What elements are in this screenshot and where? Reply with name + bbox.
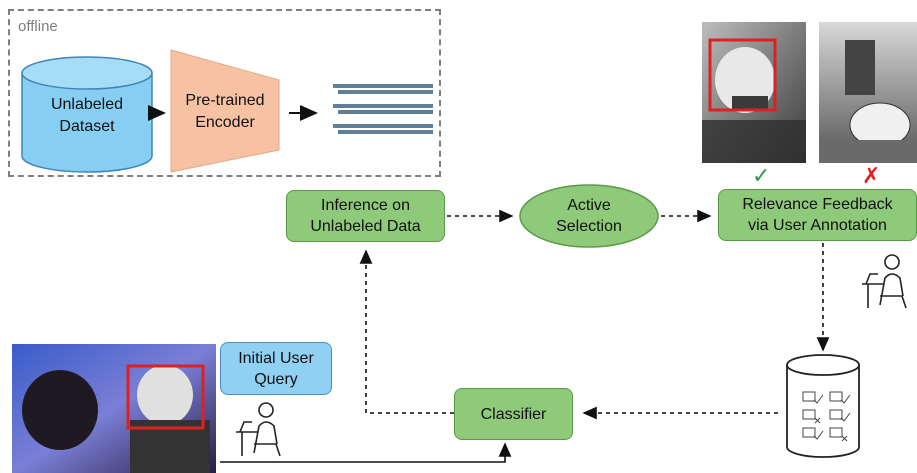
- bbox-positive: [708, 38, 777, 112]
- negative-example-photo: [819, 22, 917, 163]
- positive-example-photo: [702, 22, 806, 163]
- arrow-classifier-to-inference: [359, 249, 454, 414]
- offline-label: offline: [18, 18, 58, 35]
- positive-check-mark: ✓: [752, 163, 771, 188]
- user-at-desk-icon: [236, 402, 281, 457]
- unlabeled-dataset-label: Unlabeled Dataset: [50, 96, 124, 135]
- offline-region: [8, 9, 441, 177]
- classifier-node: Classifier: [454, 388, 573, 440]
- encoder-shape: [170, 49, 280, 173]
- active-selection-label: Active Selection: [556, 197, 622, 235]
- relevance-feedback-node: Relevance Feedback via User Annotation: [718, 189, 917, 241]
- arrow-query-to-classifier: [220, 442, 512, 463]
- negative-cross-mark: ✗: [862, 163, 881, 188]
- initial-query-node: Initial User Query: [220, 342, 332, 395]
- embedding-icon: [333, 84, 433, 134]
- database-icon: [21, 56, 153, 173]
- inference-node: Inference on Unlabeled Data: [286, 190, 445, 242]
- encoder-label: Pre-trained Encoder: [185, 92, 265, 131]
- bbox-query: [126, 364, 205, 430]
- active-selection-shape: [519, 184, 659, 248]
- query-photo: [12, 344, 216, 473]
- user-at-desk-icon: [862, 254, 907, 309]
- annotated-database-icon: [786, 354, 860, 458]
